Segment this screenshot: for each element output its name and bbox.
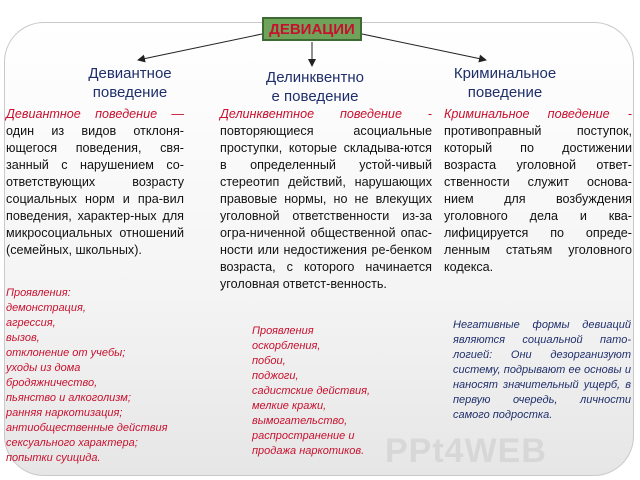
title-box: ДЕВИАЦИИ: [262, 17, 362, 41]
list-item: ранняя наркотизация;: [6, 407, 123, 419]
list-item: пьянство и алкоголизм;: [6, 392, 131, 404]
list-item: попытки суицида.: [6, 452, 101, 464]
list-item: садистские действия,: [252, 385, 371, 397]
list-item: вызов,: [6, 332, 40, 344]
negative-forms-note: Негативные формы девиаций являются социа…: [453, 319, 631, 421]
content-frame: [4, 22, 634, 476]
heading-criminal-text: Криминальное поведение: [453, 65, 557, 101]
definition-criminal-lead: Криминальное поведение -: [444, 107, 632, 121]
definition-deviant-lead: Девиантное поведение —: [6, 107, 184, 121]
list-item: бродяжничество,: [6, 377, 98, 389]
list-item: агрессия,: [6, 317, 56, 329]
definition-delinquent: Делинквентное поведение - повторяющиеся …: [220, 106, 432, 293]
manifestations-deviant-title: Проявления:: [6, 287, 71, 299]
list-item: оскорбления,: [252, 340, 321, 352]
list-item: отклонение от учебы;: [6, 347, 126, 359]
definition-deviant-text: один из видов отклоня-ющегося поведения,…: [6, 124, 184, 257]
definition-deviant: Девиантное поведение — один из видов отк…: [6, 106, 184, 259]
heading-deviant-text: Девиантное поведение: [88, 65, 172, 101]
list-item: антиобщественные действия: [6, 422, 168, 434]
heading-criminal: Криминальное поведение: [430, 64, 580, 102]
definition-delinquent-lead: Делинквентное поведение -: [220, 107, 432, 121]
heading-delinquent: Делинквентно е поведение: [248, 68, 382, 106]
list-item: вымогательство,: [252, 415, 348, 427]
arrow-left: [137, 33, 263, 63]
manifestations-delinquent-title: Проявления: [252, 325, 314, 337]
list-item: поджоги,: [252, 370, 299, 382]
definition-criminal-text: противоправный поступок, который по дост…: [444, 124, 632, 274]
watermark-logo: PPt4WEB: [385, 432, 547, 470]
list-item: уходы из дома: [6, 362, 81, 374]
manifestations-deviant: Проявления: демонстрация, агрессия, вызо…: [6, 286, 206, 466]
heading-delinquent-text: Делинквентно е поведение: [266, 69, 364, 105]
list-item: распространение и: [252, 430, 355, 442]
list-item: демонстрация,: [6, 302, 86, 314]
definition-criminal: Криминальное поведение - противоправный …: [444, 106, 632, 276]
list-item: побои,: [252, 355, 286, 367]
definition-delinquent-text: повторяющиеся асоциальные проступки, кот…: [220, 124, 432, 291]
manifestations-delinquent: Проявления оскорбления, побои, поджоги, …: [252, 324, 402, 459]
list-item: сексуального характера;: [6, 437, 138, 449]
list-item: мелкие кражи,: [252, 400, 327, 412]
list-item: продажа наркотиков.: [252, 445, 365, 457]
heading-deviant: Девиантное поведение: [60, 64, 200, 102]
arrow-right: [361, 33, 487, 63]
